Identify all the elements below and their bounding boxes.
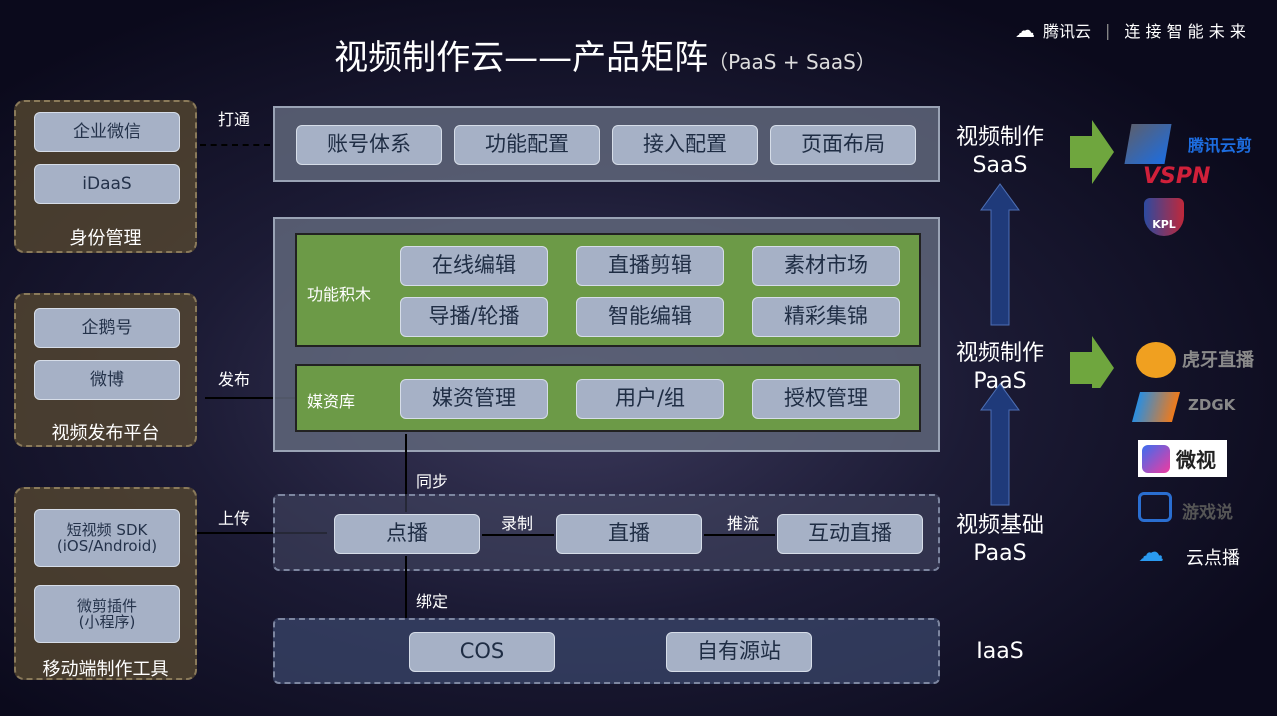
tencent-clip-logo-icon (1124, 124, 1172, 164)
material-market-button[interactable]: 素材市场 (752, 246, 900, 286)
connect-label: 打通 (218, 110, 251, 129)
push-label: 推流 (727, 514, 760, 533)
right-arrows (1070, 120, 1114, 388)
wecom-button[interactable]: 企业微信 (34, 112, 180, 152)
live-clip-button[interactable]: 直播剪辑 (576, 246, 724, 286)
mobile-label: 移动端制作工具 (42, 659, 169, 680)
live-button[interactable]: 直播 (556, 514, 702, 554)
page-layout-button[interactable]: 页面布局 (770, 125, 916, 165)
qie-button[interactable]: 企鹅号 (34, 308, 180, 348)
huya-logo: 虎牙直播 (1182, 350, 1254, 371)
highlights-button[interactable]: 精彩集锦 (752, 297, 900, 337)
cloud-vod-icon: ☁ (1138, 538, 1164, 568)
up-arrows (980, 183, 1020, 506)
auth-manage-button[interactable]: 授权管理 (752, 379, 900, 419)
idaas-button[interactable]: iDaaS (34, 164, 180, 204)
access-config-button[interactable]: 接入配置 (612, 125, 758, 165)
upload-label: 上传 (218, 509, 251, 528)
subtitle: （PaaS + SaaS） (708, 50, 876, 74)
upload-arrow (197, 532, 327, 534)
divider: | (1105, 20, 1111, 40)
miniprogram-button[interactable]: 微剪插件 (小程序) (34, 585, 180, 643)
base-level-label: 视频基础 PaaS (955, 513, 1044, 566)
record-arrow (482, 534, 554, 536)
blocks-group: 功能积木 在线编辑 直播剪辑 素材市场 导播/轮播 智能编辑 精彩集锦 (295, 233, 921, 347)
cos-button[interactable]: COS (409, 632, 555, 672)
huya-logo-icon (1136, 342, 1176, 378)
publish-arrow (205, 397, 295, 399)
up-arrow-icon (980, 383, 1020, 506)
weishi-icon (1142, 444, 1170, 473)
weishi-name: 微视 (1176, 448, 1216, 472)
youxishuo-logo: 游戏说 (1182, 503, 1233, 523)
right-arrow-icon (1070, 120, 1114, 184)
paas-panel: 功能积木 在线编辑 直播剪辑 素材市场 导播/轮播 智能编辑 精彩集锦 媒资库 … (273, 217, 940, 452)
push-arrow (704, 534, 775, 536)
blocks-label: 功能积木 (307, 285, 372, 304)
connect-arrow (200, 144, 270, 146)
right-arrow-icon (1070, 336, 1114, 388)
publish-panel: 企鹅号 微博 视频发布平台 (14, 293, 197, 447)
media-manage-button[interactable]: 媒资管理 (400, 379, 548, 419)
tencent-clip-logo: 腾讯云剪 (1188, 136, 1253, 155)
brand: ☁ 腾讯云 | 连 接 智 能 未 来 (1015, 18, 1246, 42)
up-arrow-icon (980, 183, 1020, 326)
origin-site-button[interactable]: 自有源站 (666, 632, 812, 672)
iaas-level-label: IaaS (976, 639, 1024, 664)
page-title: 视频制作云——产品矩阵（PaaS + SaaS） (0, 30, 1210, 79)
identity-label: 身份管理 (69, 228, 142, 249)
cloud-logo-icon: ☁ (1015, 18, 1035, 42)
iaas-panel: COS 自有源站 (273, 618, 940, 684)
bind-arrow (405, 556, 407, 618)
account-system-button[interactable]: 账号体系 (296, 125, 442, 165)
media-label: 媒资库 (307, 392, 356, 411)
sync-label: 同步 (416, 472, 449, 491)
vspn-logo: VSPN (1143, 164, 1211, 189)
zdgk-logo-icon (1131, 392, 1181, 422)
sync-arrow (405, 434, 407, 512)
record-label: 录制 (501, 514, 534, 533)
weibo-button[interactable]: 微博 (34, 360, 180, 400)
weishi-logo: 微视 (1138, 440, 1227, 477)
online-edit-button[interactable]: 在线编辑 (400, 246, 548, 286)
director-button[interactable]: 导播/轮播 (400, 297, 548, 337)
identity-panel: 企业微信 iDaaS 身份管理 (14, 100, 197, 253)
publish-label: 视频发布平台 (51, 423, 160, 444)
media-group: 媒资库 媒资管理 用户/组 授权管理 (295, 364, 921, 432)
brand-name: 腾讯云 (1043, 22, 1092, 41)
cloud-vod-logo: 云点播 (1186, 548, 1240, 569)
smart-edit-button[interactable]: 智能编辑 (576, 297, 724, 337)
user-group-button[interactable]: 用户/组 (576, 379, 724, 419)
zdgk-logo: ZDGK (1188, 396, 1236, 414)
interactive-live-button[interactable]: 互动直播 (777, 514, 923, 554)
mobile-panel: 短视频 SDK (iOS/Android) 微剪插件 (小程序) 移动端制作工具 (14, 487, 197, 680)
bind-label: 绑定 (416, 592, 449, 611)
base-paas-panel: 点播 直播 互动直播 录制 推流 (273, 494, 940, 571)
sdk-button[interactable]: 短视频 SDK (iOS/Android) (34, 509, 180, 567)
vod-button[interactable]: 点播 (334, 514, 480, 554)
title-text: 视频制作云——产品矩阵 (334, 38, 709, 78)
feature-config-button[interactable]: 功能配置 (454, 125, 600, 165)
youxishuo-logo-icon (1138, 492, 1172, 522)
publish-arrow-label: 发布 (218, 370, 251, 389)
saas-panel: 账号体系 功能配置 接入配置 页面布局 (273, 106, 940, 182)
brand-slogan: 连 接 智 能 未 来 (1124, 22, 1246, 41)
kpl-logo: KPL (1144, 198, 1184, 236)
saas-level-label: 视频制作 SaaS (955, 125, 1044, 178)
